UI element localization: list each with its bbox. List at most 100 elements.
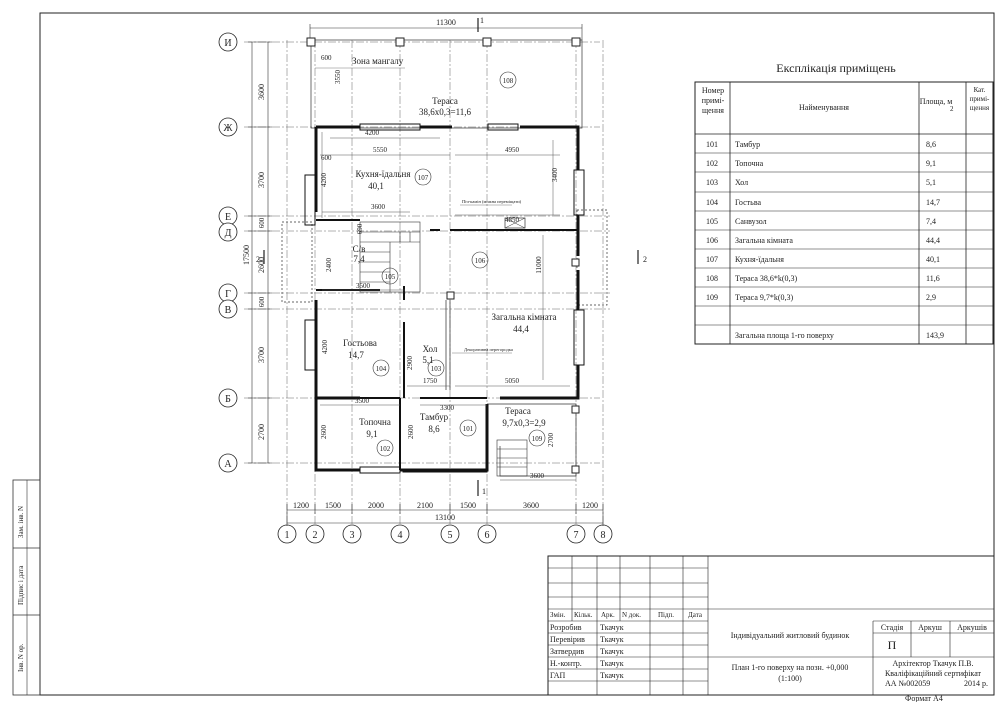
dim-label: 1500 [325,501,341,510]
staircase [359,221,421,293]
role-name: Ткачук [600,623,624,632]
axis-label: 3 [350,530,355,541]
dim-label: 3600 [523,501,539,510]
dim-label: 5050 [505,377,520,385]
table-row: 101 Тамбур 8,6 [706,140,936,149]
role-label: Затвердив [550,647,584,656]
top-dimension: 11300 1 [309,16,583,40]
architect-cert-number: АА №002059 [885,679,930,688]
role-label: Перевірив [550,635,585,644]
project-name: Індивідуальний житловий будинок [731,631,850,640]
role-label: ГАП [550,671,566,680]
room-number: 105 [385,273,396,281]
room-area: 5,1 [422,355,433,365]
title-block: Змін. Кільк. Арк. N док. Підп. Дата Розр… [547,555,995,696]
dim-label: 1200 [582,501,598,510]
header-cell: Кільк. [574,611,593,619]
architect-name: Архітектор Ткачук П.В. [893,659,974,668]
room-name: Гостьова [343,338,377,348]
svg-text:101: 101 [706,140,718,149]
svg-text:106: 106 [706,236,718,245]
stove-symbol [504,217,526,229]
stamp-inv-orig: Інв. N ор. [17,643,25,672]
dim-label: 4200 [321,340,329,355]
section-mark: 2 [643,255,647,264]
left-dimensions [248,41,272,464]
stamp-replace-inv: Зам. інв. N [17,506,25,538]
room-name: Зона мангалу [352,56,404,66]
svg-text:Загальна кімната: Загальна кімната [735,236,793,245]
room-name: Топочна [359,417,391,427]
dim-label: 600 [258,296,266,307]
svg-text:Тамбур: Тамбур [735,140,760,149]
table-row: 107 Кухня-їдальня 40,1 [706,255,940,264]
header-category: Кат. примі-щення [969,86,990,112]
dim-total: 13100 [435,513,455,522]
dim-total: 17500 [242,245,251,265]
architect-cert: Кваліфікаційний сертифікат [885,669,982,678]
dim-label: 3500 [355,397,370,405]
sheets-label: Аркушів [957,623,987,632]
room-name: Тераса [505,406,531,416]
role-label: Розробив [550,623,582,632]
stove-note: Піч-камін (можна переміщати) [462,199,522,204]
section-mark: 2 [256,255,260,264]
role-name: Ткачук [600,635,624,644]
svg-text:9,1: 9,1 [926,159,936,168]
dim-label: 2700 [547,433,555,448]
inner-dim-lines [320,132,576,481]
stage-label: Стадія [881,623,904,632]
dim-label: 2600 [320,425,328,440]
axis-label: Ж [224,123,233,134]
dim-label: 3400 [551,168,559,183]
sheet-format: Формат А4 [905,694,943,702]
header-cell: Підп. [658,611,674,619]
room-area: 14,7 [348,350,364,360]
svg-text:14,7: 14,7 [926,198,940,207]
dim-label: 600 [321,154,332,162]
axis-label: 8 [601,530,606,541]
svg-text:Гостьва: Гостьва [735,198,761,207]
header-cell: Дата [688,611,703,619]
axis-label: 7 [574,530,579,541]
column-axes: 1 2 3 4 5 6 7 8 [277,524,613,544]
axis-label: А [224,459,232,470]
svg-text:Тераса 38,6*k(0,3): Тераса 38,6*k(0,3) [735,274,798,283]
svg-text:Хол: Хол [735,178,748,187]
table-row: 104 Гостьва 14,7 [706,198,940,207]
axis-label: Б [225,394,231,405]
svg-text:Тераса 9,7*k(0,3): Тераса 9,7*k(0,3) [735,293,794,302]
sheet-scale: (1:100) [778,674,802,683]
sheet-label: Аркуш [918,623,943,632]
dim-label: 5550 [373,146,388,154]
room-number: 102 [380,445,391,453]
dim-label: 2400 [325,258,333,273]
role-label: Н.-контр. [550,659,582,668]
axis-label: 6 [485,530,490,541]
header-cell: Змін. [550,611,566,619]
svg-text:109: 109 [706,293,718,302]
svg-text:103: 103 [706,178,718,187]
floor-plan: И Ж Е Д Г В Б А 1 2 3 4 5 [218,16,647,544]
room-number: 107 [418,174,429,182]
stage-value: П [888,638,897,652]
dim-label: 4200 [365,129,380,137]
svg-text:104: 104 [706,198,718,207]
svg-text:2,9: 2,9 [926,293,936,302]
dim-label: 3600 [371,203,386,211]
table-row: 106 Загальна кімната 44,4 [706,236,940,245]
dim-label: 3600 [257,84,266,100]
dim-label: 1200 [293,501,309,510]
room-number: 103 [431,365,442,373]
svg-text:11,6: 11,6 [926,274,940,283]
wall-inner-lines [304,123,585,474]
entry-steps [496,439,528,477]
sheet-title: План 1-го поверху на позн. +0,000 [732,663,849,672]
svg-text:5,1: 5,1 [926,178,936,187]
terrace-posts [306,37,581,474]
axis-label: Е [225,212,231,223]
dim-label: 3550 [334,70,342,85]
header-number: Номер примі-щення [701,86,725,115]
dim-label: 2000 [368,501,384,510]
room-number: 101 [463,425,474,433]
